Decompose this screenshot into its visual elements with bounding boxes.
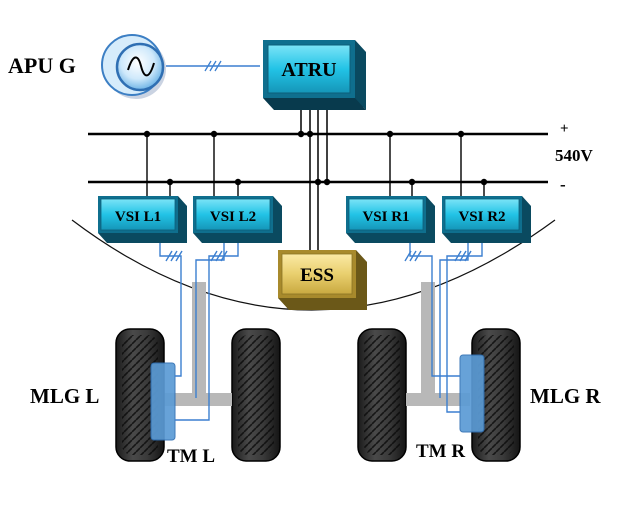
atru-label: ATRU <box>281 59 336 81</box>
traction-motor-left <box>150 362 176 441</box>
apu-atru-link <box>166 60 260 72</box>
tire-left-inner <box>231 328 281 462</box>
vsi-l2-converter[interactable]: VSI L2 <box>193 196 282 243</box>
tire-right-inner <box>357 328 407 462</box>
vsi-r1-converter[interactable]: VSI R1 <box>346 196 435 243</box>
vsi-bus-wires <box>146 134 485 196</box>
vsi-l1-converter[interactable]: VSI L1 <box>98 196 187 243</box>
vsi-l1-label: VSI L1 <box>115 209 161 225</box>
bus-junction-dots <box>143 130 488 186</box>
bus-voltage-label: 540V <box>555 146 594 165</box>
atru-converter[interactable]: ATRU <box>263 40 366 110</box>
vsi-r2-label: VSI R2 <box>458 209 505 225</box>
atru-bus-wires <box>300 110 328 250</box>
vsi-l2-label: VSI L2 <box>210 209 256 225</box>
tm-right-label: TM R <box>416 441 465 462</box>
right-axle-hub <box>406 393 458 406</box>
vsi-r2-converter[interactable]: VSI R2 <box>442 196 531 243</box>
apu-generator <box>101 34 166 99</box>
right-motor-wires <box>404 243 483 413</box>
mlg-right-label: MLG R <box>530 384 601 408</box>
ess-label: ESS <box>300 265 334 286</box>
bus-plus-label: + <box>560 121 569 137</box>
tm-left-label: TM L <box>167 446 215 467</box>
apu-label: APU G <box>8 53 76 78</box>
ess-storage[interactable]: ESS <box>278 250 367 310</box>
mlg-left-label: MLG L <box>30 384 99 408</box>
tire-left-outer <box>115 328 165 462</box>
traction-motor-right <box>459 354 485 433</box>
bus-minus-label: - <box>560 175 566 194</box>
vsi-r1-label: VSI R1 <box>362 209 409 225</box>
left-motor-wires <box>159 243 239 421</box>
sine-wave-icon <box>127 56 155 77</box>
left-axle-hub <box>176 393 232 406</box>
